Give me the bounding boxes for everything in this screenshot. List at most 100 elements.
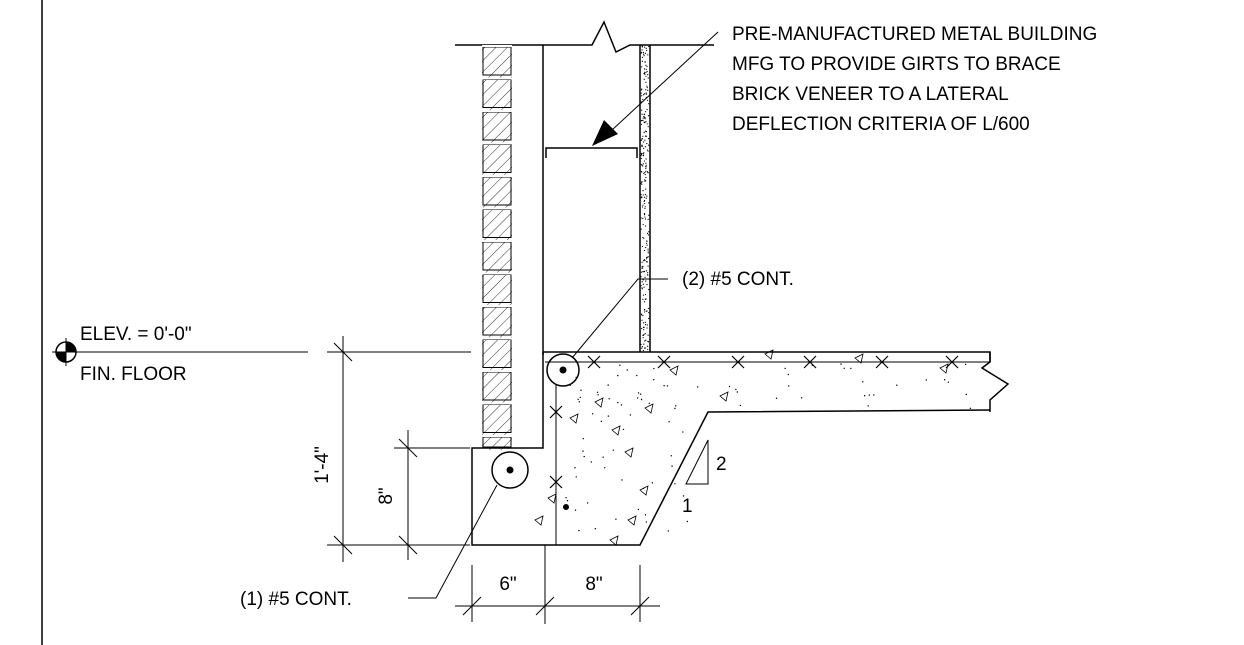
stipple-dot <box>645 47 647 49</box>
stipple-dot <box>642 337 644 339</box>
aggregate-mark <box>669 365 679 376</box>
stipple-dot <box>643 160 646 162</box>
stipple-dot <box>648 202 650 204</box>
stipple-dot <box>862 381 864 383</box>
stipple-dot <box>647 248 649 250</box>
dimension-ledge-width-label: 6" <box>499 574 516 595</box>
stipple-dot <box>577 398 579 401</box>
brick-joint <box>482 175 512 177</box>
stipple-dot <box>645 270 648 272</box>
stipple-dot <box>620 404 623 406</box>
stipple-dot <box>648 214 650 216</box>
stipple-dot <box>645 197 647 199</box>
stipple-dot <box>636 397 639 399</box>
brick-joint <box>482 305 512 307</box>
x-mark <box>587 355 601 369</box>
stipple-dot <box>675 405 677 407</box>
stipple-dot <box>648 144 650 146</box>
stipple-dot <box>642 141 645 143</box>
dimension-total-depth-label: 1'-4" <box>312 446 333 484</box>
stipple-dot <box>648 231 650 233</box>
stipple-dot <box>641 346 643 348</box>
top-break-line <box>455 20 714 54</box>
bottom-rebar-label: (1) #5 CONT. <box>240 589 352 610</box>
footing-outline <box>471 351 991 546</box>
stipple-dot <box>645 81 647 83</box>
stipple-dot <box>642 315 644 317</box>
stipple-dot <box>641 46 643 48</box>
stipple-dot <box>640 271 643 273</box>
stipple-dot <box>644 139 646 141</box>
concrete-stipple <box>534 349 972 546</box>
stipple-dot <box>647 150 649 152</box>
stipple-dot <box>641 164 643 166</box>
stipple-dot <box>644 173 646 176</box>
stipple-dot <box>647 234 649 236</box>
aggregate-mark <box>611 425 621 436</box>
stipple-dot <box>644 214 646 216</box>
note-line-2: MFG TO PROVIDE GIRTS TO BRACE <box>732 54 1061 75</box>
aggregate-mark <box>644 403 654 414</box>
stipple-dot <box>644 324 647 326</box>
stipple-dot <box>642 206 644 208</box>
stipple-dot <box>643 343 645 345</box>
stipple-dot <box>640 52 642 54</box>
stipple-dot <box>850 367 852 370</box>
stipple-dot <box>643 259 646 261</box>
stipple-dot <box>629 414 632 416</box>
stipple-dot <box>640 285 642 287</box>
stipple-dot <box>642 194 644 196</box>
stipple-dot <box>647 307 650 310</box>
bottom-rebar-dot <box>506 466 514 474</box>
stipple-dot <box>647 137 650 140</box>
stipple-dot <box>640 139 642 142</box>
stipple-dot <box>644 171 646 174</box>
brick-joint <box>482 207 512 210</box>
stipple-dot <box>644 216 646 218</box>
stipple-dot <box>667 530 669 532</box>
stipple-dot <box>646 65 648 67</box>
x-mark <box>875 355 889 369</box>
top-rebar-label: (2) #5 CONT. <box>682 269 794 290</box>
stipple-dot <box>642 155 644 157</box>
stipple-dot <box>645 179 647 182</box>
stipple-dot <box>644 130 646 132</box>
stipple-dot <box>645 339 647 341</box>
aggregate-mark <box>624 447 634 458</box>
stipple-dot <box>645 89 647 91</box>
stipple-dot <box>645 280 647 282</box>
x-mark <box>945 355 959 369</box>
stipple-dot <box>651 482 654 484</box>
stipple-dot <box>640 182 642 185</box>
stipple-dot <box>643 237 645 239</box>
stipple-dot <box>642 93 645 96</box>
stipple-dot <box>641 319 643 321</box>
stipple-dot <box>646 324 648 326</box>
note-line-4: DEFLECTION CRITERIA OF L/600 <box>732 114 1030 135</box>
stipple-dot <box>637 392 640 394</box>
stipple-dot <box>644 347 646 349</box>
stipple-dot <box>647 74 649 76</box>
top-rebar-dot <box>559 366 567 374</box>
stipple-dot <box>642 223 644 226</box>
stipple-dot <box>645 135 647 137</box>
top-rebar-leader <box>571 278 668 359</box>
stipple-dot <box>643 53 645 55</box>
stipple-dot <box>947 381 950 383</box>
stipple-dot <box>646 149 648 151</box>
stipple-dot <box>642 51 645 54</box>
stipple-dot <box>964 363 967 366</box>
stipple-dot <box>644 333 646 335</box>
stipple-dot <box>642 298 644 300</box>
stipple-dot <box>640 120 642 122</box>
stipple-dot <box>646 109 648 111</box>
stipple-dot <box>594 527 597 530</box>
x-mark <box>731 355 745 369</box>
brick-joint <box>482 435 512 437</box>
stipple-dot <box>641 314 643 316</box>
stipple-dot <box>644 93 646 95</box>
stipple-dot <box>636 374 638 377</box>
stipple-dot <box>645 164 647 166</box>
stipple-dot <box>663 385 665 387</box>
stipple-dot <box>640 276 642 278</box>
